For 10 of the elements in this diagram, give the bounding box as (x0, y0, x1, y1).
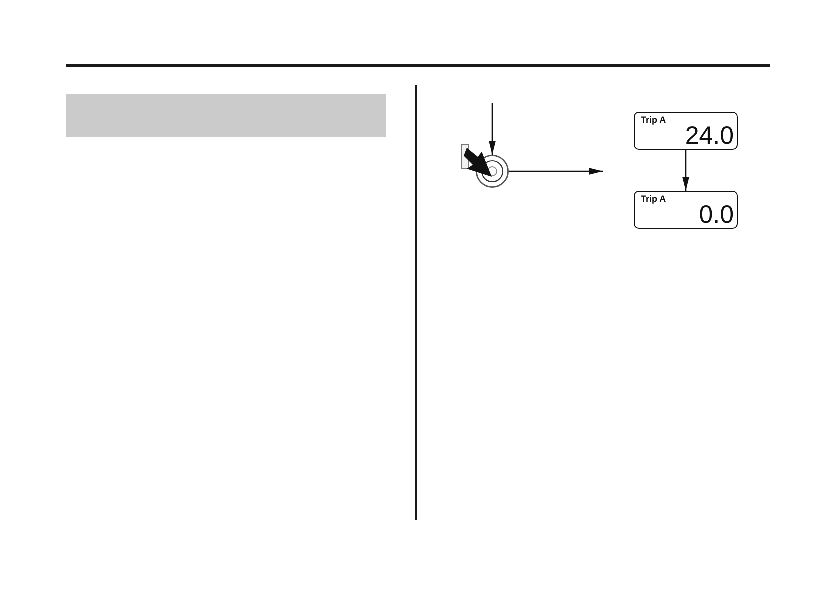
lcd-display (634, 191, 738, 229)
display-label: Trip A (641, 194, 666, 204)
arrow (489, 103, 496, 155)
lcd-display (634, 112, 738, 150)
display-label: Trip A (641, 115, 666, 125)
display-reading: 24.0 (685, 125, 734, 147)
display-reading: 0.0 (699, 204, 734, 226)
arrow (682, 150, 690, 191)
arrow (509, 168, 603, 175)
heading-band (66, 94, 386, 137)
